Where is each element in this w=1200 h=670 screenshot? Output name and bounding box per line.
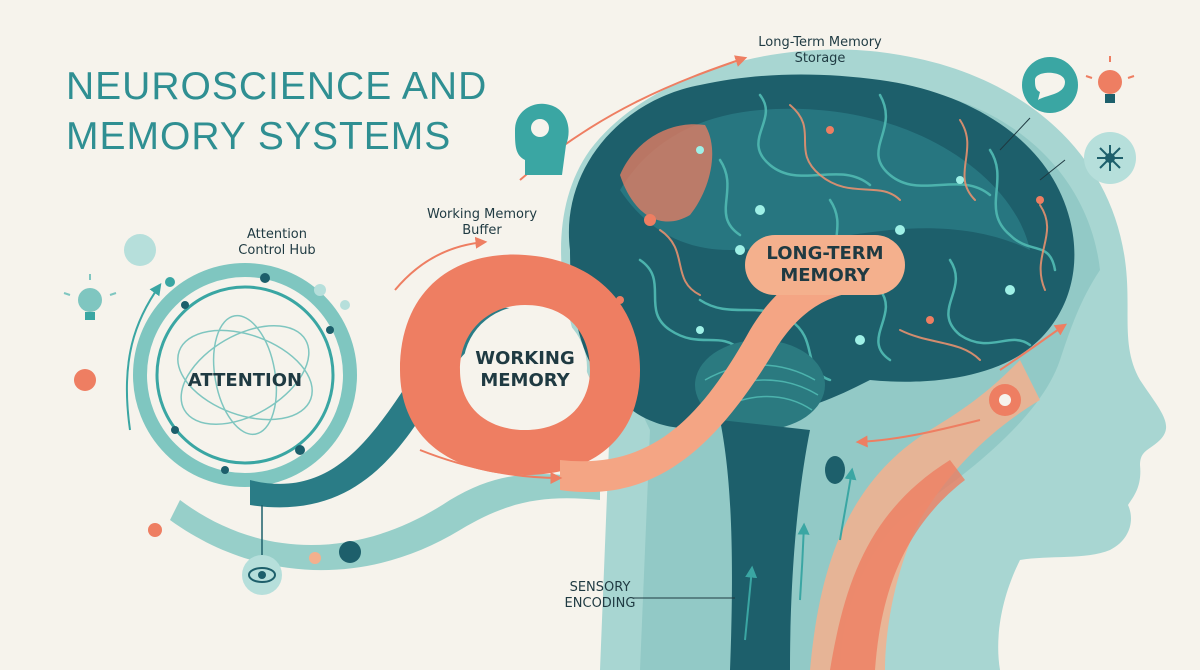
- working-memory-label: WORKING MEMORY: [475, 348, 575, 391]
- eye-bulb-icon: [242, 505, 282, 595]
- decorative-dots: [74, 234, 361, 564]
- attention-hub-label: Attention Control Hub: [238, 227, 316, 258]
- attention-network: [177, 314, 313, 436]
- attention-nodes: [171, 273, 334, 474]
- ltm-label: LONG-TERM MEMORY: [766, 243, 884, 286]
- small-bulb-icon: [989, 384, 1021, 416]
- teal-ribbon-lower: [170, 474, 600, 571]
- speech-brain-icon: [1022, 57, 1078, 113]
- working-buffer-label: Working Memory Buffer: [426, 207, 538, 238]
- brain-frontal-lobe: [620, 124, 713, 222]
- page-title: NEUROSCIENCE AND MEMORY SYSTEMS: [66, 65, 488, 158]
- working-memory-core: [463, 306, 587, 430]
- lightbulb-icon-left: [63, 274, 117, 320]
- attention-label: ATTENTION: [187, 370, 303, 391]
- neuron-sparks: [616, 126, 1044, 345]
- sensory-encoding-label: SENSORY ENCODING: [564, 580, 636, 611]
- brain-orange-folds: [659, 104, 1049, 361]
- ltm-pill: [745, 235, 905, 295]
- small-pod-shape: [825, 456, 845, 484]
- ltm-storage-label: Long-Term Memory Storage: [758, 35, 882, 66]
- brain-stem: [720, 420, 810, 670]
- teal-arrows: [125, 283, 857, 641]
- coral-neck-stream: [830, 460, 965, 670]
- working-memory-ring: [400, 254, 640, 475]
- label-pointers: [632, 117, 1066, 599]
- coral-ribbon-ltm: [560, 255, 880, 493]
- brain-head-icon: [515, 103, 569, 175]
- attention-ring-inner: [155, 285, 335, 465]
- network-node-icon: [1084, 132, 1136, 184]
- attention-ring-outer: [133, 263, 357, 487]
- lightbulb-icon-right: [1085, 56, 1135, 103]
